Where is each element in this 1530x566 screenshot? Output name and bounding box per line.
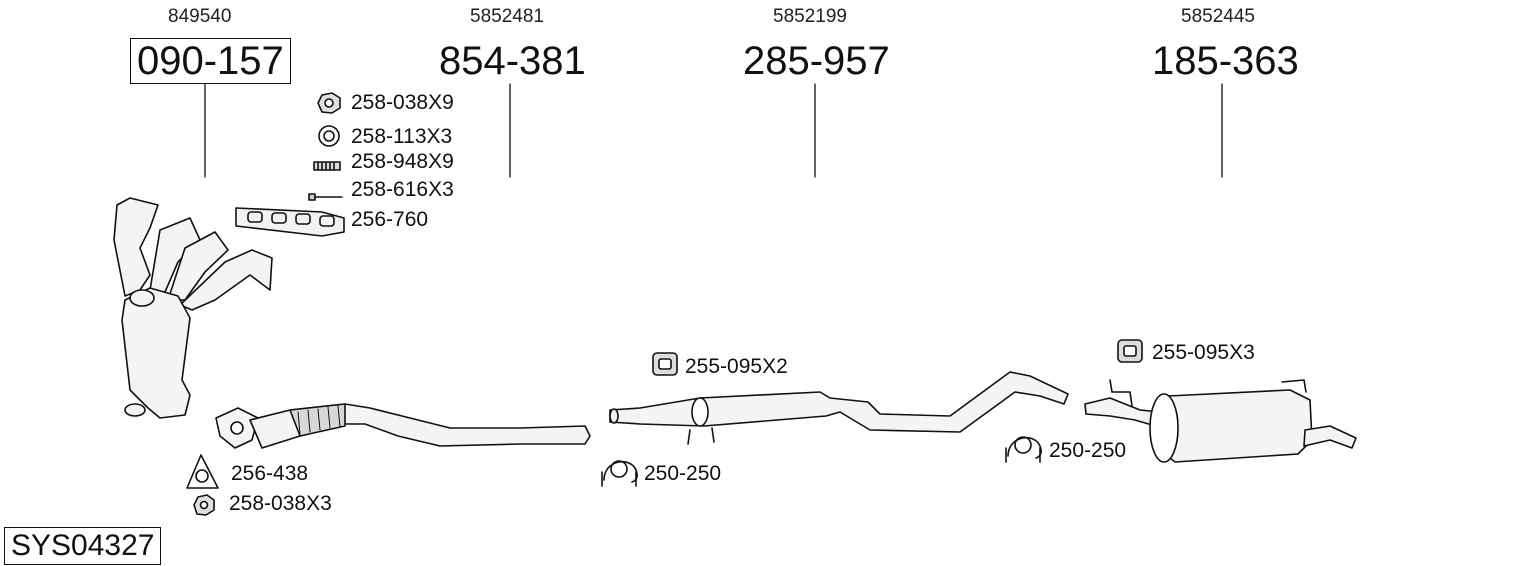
part-number-front-pipe[interactable]: 854-381	[439, 39, 586, 83]
hanger-front-icon	[652, 352, 678, 376]
label-ring-x3[interactable]: 258-113X3	[351, 125, 453, 148]
front-pipe-drawing	[215, 403, 591, 449]
oe-number-3: 5852199	[773, 6, 847, 27]
spring-icon	[313, 161, 341, 171]
label-nut-x9[interactable]: 258-038X9	[351, 91, 454, 114]
label-nut-x3[interactable]: 258-038X3	[229, 492, 332, 515]
middle-silencer-drawing	[609, 371, 1069, 445]
part-number-rear-silencer[interactable]: 185-363	[1152, 39, 1299, 83]
manifold-gasket-icon	[235, 207, 345, 237]
part-number-middle-silencer[interactable]: 285-957	[743, 39, 890, 83]
clamp-front-icon	[601, 460, 638, 487]
system-code: SYS04327	[4, 527, 162, 565]
oe-number-1: 849540	[168, 6, 232, 27]
part-number-manifold[interactable]: 090-157	[130, 38, 291, 84]
label-manifold-gasket[interactable]: 256-760	[351, 208, 429, 231]
hanger-rear-icon	[1117, 339, 1143, 363]
label-spring-x9[interactable]: 258-948X9	[351, 150, 454, 173]
label-hanger-x3[interactable]: 255-095X3	[1152, 341, 1255, 364]
ring-icon	[318, 125, 340, 147]
bolt-icon	[308, 193, 343, 201]
manifold-catalyst-drawing	[113, 197, 273, 419]
label-clamp-rear[interactable]: 250-250	[1049, 439, 1127, 462]
nut-small-icon	[193, 494, 215, 516]
nut-icon	[317, 92, 341, 114]
label-flange-gasket[interactable]: 256-438	[231, 462, 309, 485]
label-clamp-front[interactable]: 250-250	[644, 462, 722, 485]
oe-number-2: 5852481	[470, 6, 544, 27]
clamp-rear-icon	[1005, 436, 1042, 463]
flange-gasket-icon	[186, 454, 219, 489]
oe-number-4: 5852445	[1181, 6, 1255, 27]
label-hanger-x2[interactable]: 255-095X2	[685, 355, 788, 378]
label-bolt-x3[interactable]: 258-616X3	[351, 178, 454, 201]
